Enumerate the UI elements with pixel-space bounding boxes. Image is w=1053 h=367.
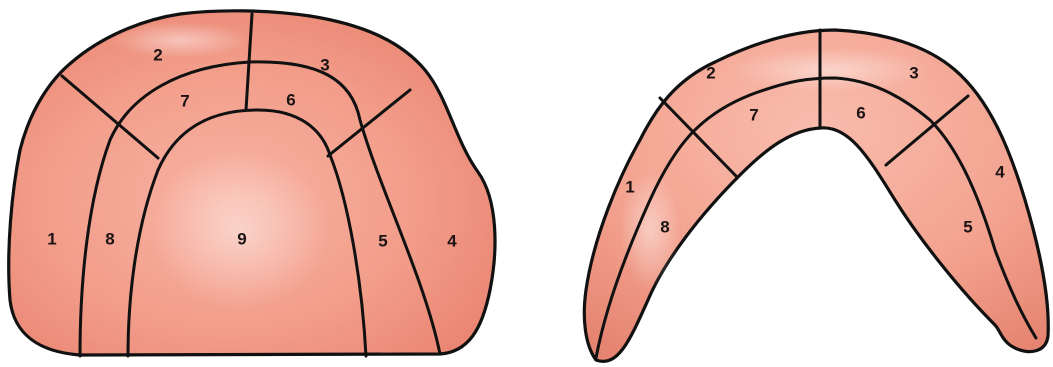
- lower-denture: 1 2 3 4 5 6 7 8: [584, 30, 1048, 361]
- upper-highlight: [110, 22, 250, 58]
- upper-label-8: 8: [105, 229, 114, 248]
- upper-denture: 1 2 3 4 5 6 7 8 9: [9, 11, 495, 356]
- upper-label-4: 4: [447, 231, 457, 250]
- lower-label-7: 7: [749, 105, 758, 124]
- lower-label-5: 5: [963, 217, 972, 236]
- lower-label-6: 6: [856, 103, 865, 122]
- lower-label-1: 1: [625, 177, 634, 196]
- lower-label-8: 8: [660, 217, 669, 236]
- lower-highlight: [730, 48, 930, 92]
- lower-label-3: 3: [909, 63, 918, 82]
- upper-label-3: 3: [320, 55, 329, 74]
- upper-label-9: 9: [237, 229, 246, 248]
- lower-label-2: 2: [706, 63, 715, 82]
- upper-label-6: 6: [286, 90, 295, 109]
- upper-label-2: 2: [153, 45, 162, 64]
- upper-label-1: 1: [47, 229, 56, 248]
- upper-label-7: 7: [180, 91, 189, 110]
- lower-label-4: 4: [995, 162, 1005, 181]
- upper-label-5: 5: [378, 231, 387, 250]
